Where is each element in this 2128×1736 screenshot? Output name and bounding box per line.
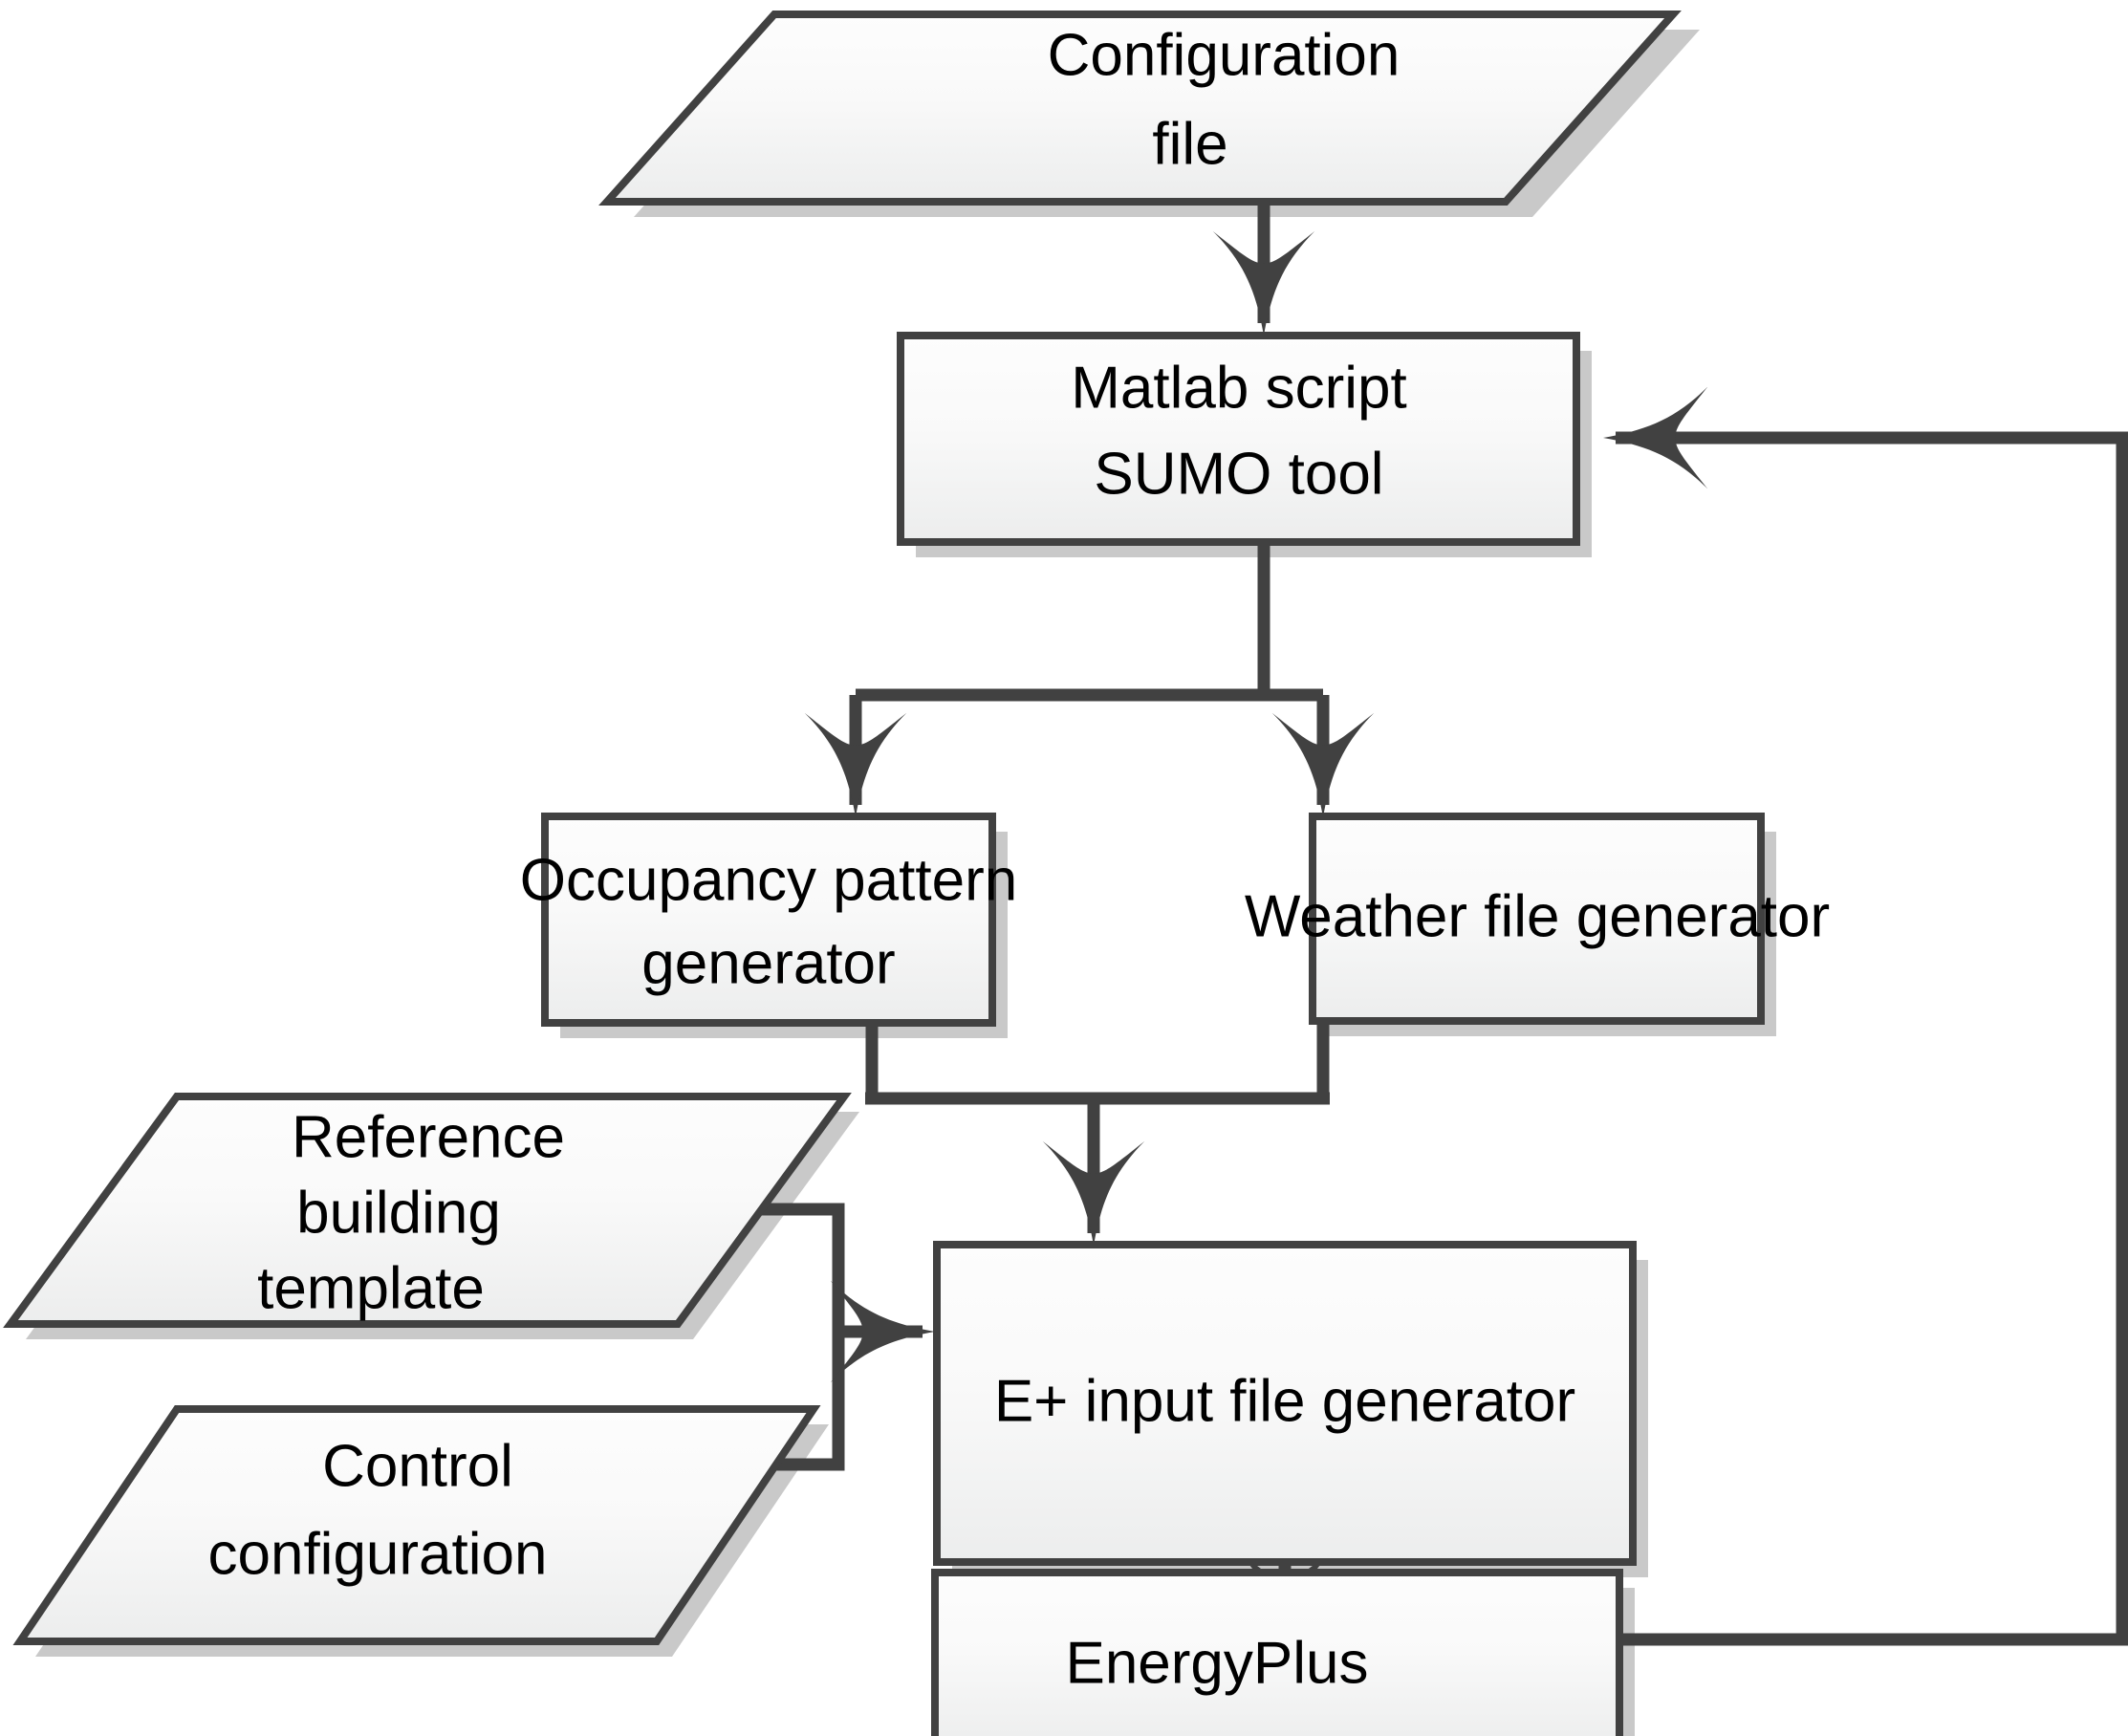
matlab-script-shape[interactable] bbox=[897, 332, 1580, 546]
node-weather-generator[interactable]: Weather file generator bbox=[1245, 813, 1830, 1025]
occupancy-generator-shape[interactable] bbox=[541, 813, 996, 1027]
node-energyplus[interactable]: EnergyPlus bbox=[931, 1569, 1623, 1736]
node-eplus-input-generator[interactable]: E+ input file generator bbox=[933, 1241, 1637, 1566]
eplus-input-generator-shape[interactable] bbox=[933, 1241, 1637, 1566]
weather-generator-shape[interactable] bbox=[1309, 813, 1765, 1025]
node-occupancy-generator[interactable]: Occupancy pattern generator bbox=[520, 813, 1017, 1027]
node-configuration-file[interactable]: Configuration file bbox=[598, 11, 1682, 206]
node-matlab-script[interactable]: Matlab script SUMO tool bbox=[897, 332, 1580, 546]
control-configuration-shape[interactable] bbox=[12, 1405, 821, 1645]
energyplus-shape[interactable] bbox=[931, 1569, 1623, 1736]
edge-energyplus-feedback-to-matlab bbox=[1603, 386, 2128, 1646]
reference-building-template-shape[interactable] bbox=[3, 1093, 852, 1328]
configuration-file-shape[interactable] bbox=[598, 11, 1682, 206]
